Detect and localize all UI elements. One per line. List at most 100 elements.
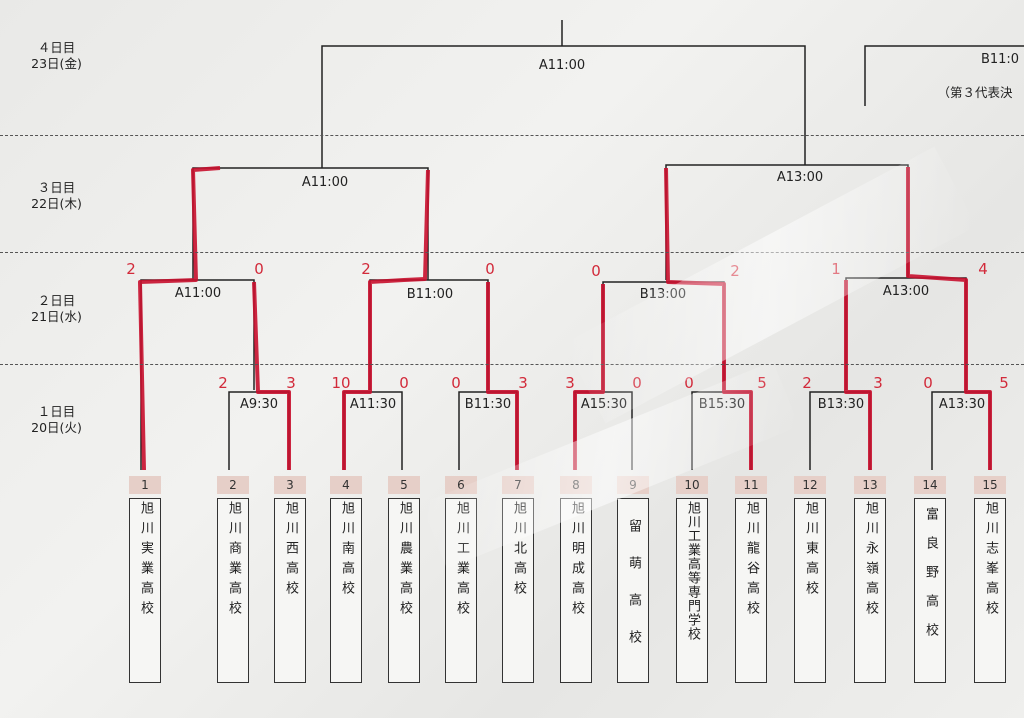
match-time-r1-7: A13:30 — [938, 397, 986, 412]
team-name: 旭川永嶺高校 — [863, 501, 878, 621]
team-number: 14 — [914, 476, 946, 494]
day4-label: ４日目 23日(金) — [31, 40, 82, 71]
score-r1-5-right: 5 — [757, 374, 767, 392]
team-number: 2 — [217, 476, 249, 494]
day3-label: ３日目 22日(木) — [31, 180, 82, 211]
team-name: 旭川実業高校 — [138, 501, 153, 621]
match-time-r2-3: B13:00 — [639, 287, 687, 302]
r2-1-bracket — [140, 279, 255, 470]
match-time-r1-6: B13:30 — [817, 397, 865, 412]
team-number: 15 — [974, 476, 1006, 494]
r4-right-note: （第３代表決 — [937, 85, 1013, 100]
final-right-bracket — [864, 45, 1024, 106]
winner-path-1 — [138, 166, 221, 471]
team-13: 13 旭川永嶺高校 — [854, 476, 886, 683]
team-11: 11 旭川龍谷高校 — [735, 476, 767, 683]
team-number: 12 — [794, 476, 826, 494]
separator-day2 — [0, 364, 1024, 365]
match-time-r1-4: A15:30 — [580, 397, 628, 412]
team-number: 5 — [388, 476, 420, 494]
team-8: 8 旭川明成高校 — [560, 476, 592, 683]
team-name: 旭川西高校 — [283, 501, 298, 601]
team-4: 4 旭川南高校 — [330, 476, 362, 683]
score-r1-7-right: 5 — [999, 374, 1009, 392]
match-time-r3-left: A11:00 — [301, 175, 349, 190]
match-time-r1-5: B15:30 — [698, 397, 746, 412]
score-r2-2-right: 0 — [485, 260, 495, 278]
score-r2-1-right: 0 — [254, 260, 264, 278]
match-time-r1-3: B11:30 — [464, 397, 512, 412]
team-number: 3 — [274, 476, 306, 494]
team-number: 4 — [330, 476, 362, 494]
team-name: 富良野高校 — [923, 507, 938, 652]
match-time-r1-2: A11:30 — [349, 397, 397, 412]
score-r1-1-right: 3 — [286, 374, 296, 392]
score-r1-5-left: 0 — [684, 374, 694, 392]
team-2: 2 旭川商業高校 — [217, 476, 249, 683]
separator-day3 — [0, 252, 1024, 253]
match-time-final: A11:00 — [538, 58, 586, 73]
winner-path-13 — [844, 280, 872, 470]
score-r2-3-left: 0 — [591, 262, 601, 280]
team-name: 旭川龍谷高校 — [744, 501, 759, 621]
score-r1-6-right: 3 — [873, 374, 883, 392]
team-7: 7 旭川北高校 — [502, 476, 534, 683]
score-r1-1-left: 2 — [218, 374, 228, 392]
score-r2-3-right: 2 — [730, 262, 740, 280]
winner-path-15 — [906, 167, 992, 470]
team-name: 旭川工業高校 — [454, 501, 469, 621]
winner-path-4 — [342, 169, 430, 470]
team-10: 10 旭川工業高等専門学校 — [676, 476, 708, 683]
team-number: 1 — [129, 476, 161, 494]
team-3: 3 旭川西高校 — [274, 476, 306, 683]
match-time-r1-1: A9:30 — [239, 397, 279, 412]
day1-label: １日目 20日(火) — [31, 404, 82, 435]
separator-day4 — [0, 135, 1024, 136]
match-time-r4-right: B11:0 — [980, 52, 1020, 67]
team-number: 6 — [445, 476, 477, 494]
team-14: 14 富良野高校 — [914, 476, 946, 683]
team-name: 旭川東高校 — [803, 501, 818, 601]
team-1: 1 旭川実業高校 — [129, 476, 161, 683]
team-name: 旭川農業高校 — [397, 501, 412, 621]
score-r1-3-right: 3 — [518, 374, 528, 392]
final-bracket — [321, 45, 806, 135]
score-r2-2-left: 2 — [361, 260, 371, 278]
winner-path-11 — [664, 167, 753, 470]
team-name: 旭川志峯高校 — [983, 501, 998, 621]
team-number: 10 — [676, 476, 708, 494]
team-12: 12 旭川東高校 — [794, 476, 826, 683]
team-name: 旭川南高校 — [339, 501, 354, 601]
score-r1-3-left: 0 — [451, 374, 461, 392]
team-6: 6 旭川工業高校 — [445, 476, 477, 683]
score-r2-4-right: 4 — [978, 260, 988, 278]
team-number: 7 — [502, 476, 534, 494]
score-r1-2-left: 10 — [331, 374, 351, 392]
score-r1-2-right: 0 — [399, 374, 409, 392]
match-time-r2-2: B11:00 — [406, 287, 454, 302]
match-time-r3-right: A13:00 — [776, 170, 824, 185]
score-r1-4-right: 0 — [632, 374, 642, 392]
day2-label: ２日目 21日(水) — [31, 293, 82, 324]
winner-path-3 — [252, 281, 291, 470]
score-r2-4-left: 1 — [831, 260, 841, 278]
score-r1-6-left: 2 — [802, 374, 812, 392]
score-r1-7-left: 0 — [923, 374, 933, 392]
winner-path-7 — [486, 282, 519, 470]
team-name: 旭川明成高校 — [569, 501, 584, 621]
score-r1-4-left: 3 — [565, 374, 575, 392]
team-number: 8 — [560, 476, 592, 494]
score-r2-1-left: 2 — [126, 260, 136, 278]
team-number: 11 — [735, 476, 767, 494]
match-time-r2-1: A11:00 — [174, 286, 222, 301]
team-name: 旭川商業高校 — [226, 501, 241, 621]
team-9: 9 留萌高校 — [617, 476, 649, 683]
team-15: 15 旭川志峯高校 — [974, 476, 1006, 683]
team-name: 留萌高校 — [626, 519, 641, 667]
team-number: 13 — [854, 476, 886, 494]
winner-path-8 — [573, 284, 605, 470]
team-5: 5 旭川農業高校 — [388, 476, 420, 683]
team-name: 旭川北高校 — [511, 501, 526, 601]
team-number: 9 — [617, 476, 649, 494]
match-time-r2-4: A13:00 — [882, 284, 930, 299]
